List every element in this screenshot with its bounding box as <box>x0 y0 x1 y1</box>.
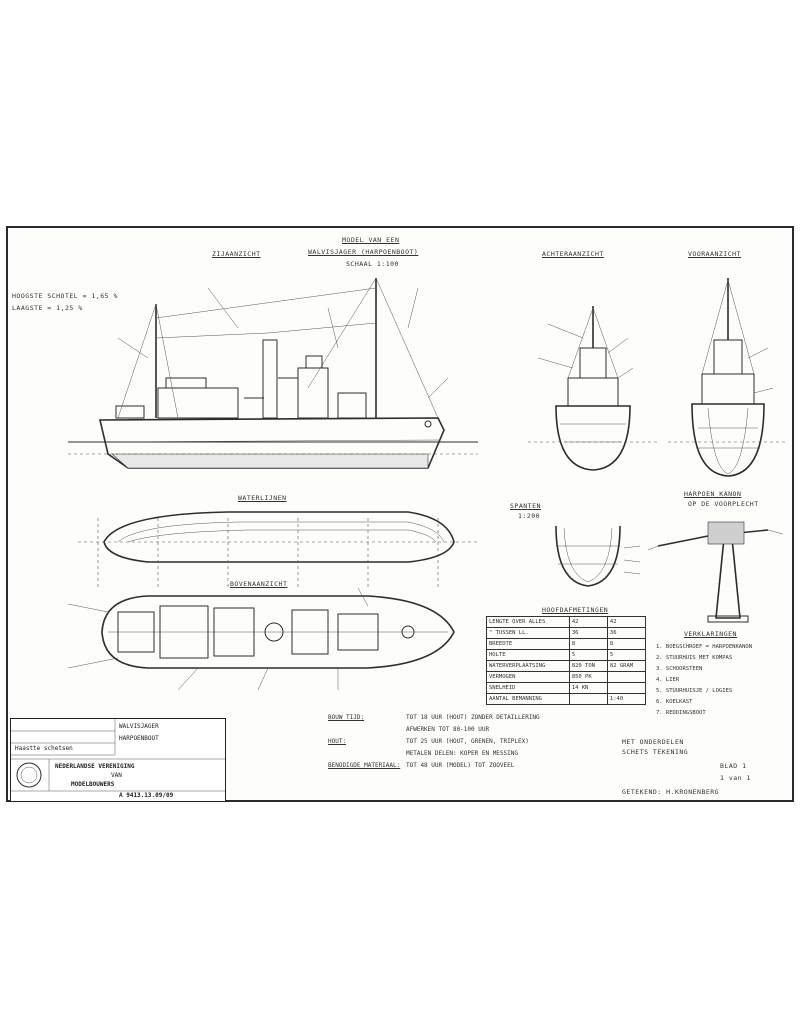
title-block: WALVISJAGER HARPOENBOOT Haastte schetsen… <box>10 718 226 802</box>
note-label: BENODIGDE MATERIAAL: <box>328 762 401 769</box>
title-block-grid <box>11 719 225 792</box>
dimensions-cell: 14 KN <box>568 682 608 694</box>
dimensions-cell: " TUSSEN LL. <box>486 627 570 639</box>
legend-item: 6. KOELKAST <box>656 699 693 705</box>
org-line3: MODELBOUWERS <box>71 781 115 788</box>
note-text: METALEN DELEN: KOPER EN MESSING <box>406 750 518 757</box>
data-table-title: HOOFDAFMETINGEN <box>542 606 609 614</box>
legend-item: 3. SCHOORSTEEN <box>656 666 703 672</box>
title-row2: HARPOENBOOT <box>119 735 159 742</box>
note-left-2: LAAGSTE = 1,25 % <box>12 304 83 312</box>
gun-detail-title: HARPOEN KANON <box>684 490 742 498</box>
header-line2: WALVISJAGER (HARPOENBOOT) <box>308 248 419 256</box>
dimensions-cell <box>606 682 647 694</box>
dimensions-cell: 820 TON <box>568 660 608 672</box>
frames-title: SPANTEN <box>510 502 541 510</box>
sheet-of: 1 van 1 <box>720 774 751 782</box>
drawing-number: A 9413.13.09/09 <box>119 792 174 799</box>
bow-view <box>668 278 788 477</box>
drawing-sheet: MODEL VAN EEN WALVISJAGER (HARPOENBOOT) … <box>6 226 794 802</box>
dimensions-cell: VERMOGEN <box>486 671 570 683</box>
construction-note: HOUT: TOT 25 UUR (HOUT, GRENEN, TRIPLEX) <box>328 738 529 745</box>
legend-item: 2. STUURHUIS MET KOMPAS <box>656 655 733 661</box>
legend-item: 4. LIER <box>656 677 680 683</box>
dimensions-cell: LENGTE OVER ALLES <box>486 616 570 628</box>
drawn-by: GETEKEND: H.KRONENBERG <box>622 788 720 796</box>
org-line1: NEDERLANDSE VERENIGING <box>55 763 135 770</box>
legend-title: VERKLARINGEN <box>684 630 737 638</box>
dimensions-cell: 42 <box>606 616 647 628</box>
dimensions-cell: 8 <box>568 638 608 650</box>
gun-detail-sub: OP DE VOORPLECHT <box>688 500 759 508</box>
stern-view-title: ACHTERAANZICHT <box>542 250 604 258</box>
deck-plan <box>67 587 455 691</box>
note-label: BOUW TIJD: <box>328 714 365 721</box>
construction-note: BOUW TIJD: TOT 18 UUR (HOUT) ZONDER DETAI… <box>328 714 540 721</box>
title-row1: WALVISJAGER <box>119 723 159 730</box>
bow-view-title: VOORAANZICHT <box>688 250 741 258</box>
dimensions-cell <box>606 671 647 683</box>
construction-note: AFWERKEN TOT 80-100 UUR <box>328 726 489 733</box>
deck-view-title: BOVENAANZICHT <box>230 580 288 588</box>
dimensions-cell: 5 <box>606 649 647 661</box>
note-label: HOUT: <box>328 738 347 745</box>
side-view-title: ZIJAANZICHT <box>212 250 261 258</box>
dimensions-cell: 8 <box>606 638 647 650</box>
dimensions-cell: HOLTE <box>486 649 570 661</box>
note-left-1: HOOGSTE SCHOTEL = 1,65 % <box>12 292 118 300</box>
waterlines-view <box>78 511 478 588</box>
note-text: TOT 18 UUR (HOUT) ZONDER DETAILLERING <box>406 714 540 721</box>
frames-scale: 1:200 <box>518 512 541 520</box>
legend-item: 5. STUURHUISJE / LOGIES <box>656 688 733 694</box>
dimensions-cell: 36 <box>606 627 647 639</box>
construction-note: METALEN DELEN: KOPER EN MESSING <box>328 750 518 757</box>
dimensions-cell: 1:40 <box>606 693 647 705</box>
org-line2: VAN <box>111 772 122 779</box>
dimensions-cell: WATERVERPLAATSING <box>486 660 570 672</box>
side-note-2: SCHETS TEKENING <box>622 748 689 756</box>
dimensions-cell: 42 <box>568 616 608 628</box>
bottom-view-title: WATERLIJNEN <box>238 494 287 502</box>
header-scale: SCHAAL 1:100 <box>346 260 399 268</box>
side-note-1: MET ONDERDELEN <box>622 738 684 746</box>
title-author: Haastte schetsen <box>15 745 73 752</box>
harpoon-gun-detail <box>647 521 784 623</box>
note-text: TOT 25 UUR (HOUT, GRENEN, TRIPLEX) <box>406 738 529 745</box>
drawing-lines <box>67 277 788 691</box>
side-elevation <box>68 277 478 469</box>
dimensions-cell <box>568 693 608 705</box>
dimensions-row: AANTAL BEMANNING 1:40 <box>486 693 647 705</box>
header-line1: MODEL VAN EEN <box>342 236 400 244</box>
legend-item: 1. BOEGSCHROEF = HARPOENKANON <box>656 644 753 650</box>
legend-item: 7. REDDINGSBOOT <box>656 710 706 716</box>
dimensions-cell: AANTAL BEMANNING <box>486 693 570 705</box>
dimensions-cell: 5 <box>568 649 608 661</box>
dimensions-cell: 82 GRAM <box>606 660 647 672</box>
dimensions-cell: 850 PK <box>568 671 608 683</box>
frames-view <box>555 525 641 587</box>
construction-note: BENODIGDE MATERIAAL: TOT 48 UUR (MODEL) T… <box>328 762 514 769</box>
dimensions-cell: 36 <box>568 627 608 639</box>
note-text: AFWERKEN TOT 80-100 UUR <box>406 726 490 733</box>
stern-view <box>528 306 658 471</box>
dimensions-cell: BREEDTE <box>486 638 570 650</box>
sheet-number: BLAD 1 <box>720 762 747 770</box>
note-text: TOT 48 UUR (MODEL) TOT ZOOVEEL <box>406 762 515 769</box>
dimensions-cell: SNELHEID <box>486 682 570 694</box>
